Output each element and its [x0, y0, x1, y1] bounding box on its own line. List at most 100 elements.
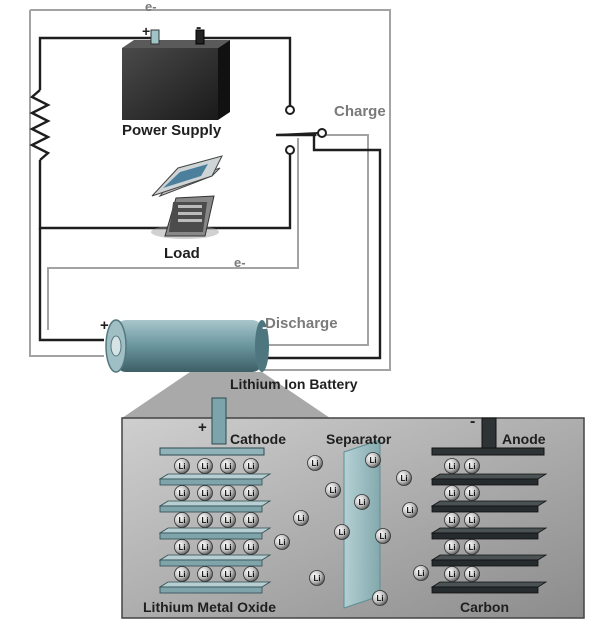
anode-plate-edge	[431, 586, 539, 594]
li-ion: Li	[464, 458, 480, 474]
power-supply-minus: -	[196, 19, 202, 36]
li-ion: Li	[444, 566, 460, 582]
cathode-plate	[158, 554, 272, 561]
battery-label: Lithium Ion Battery	[230, 376, 358, 392]
li-ion: Li	[174, 458, 190, 474]
svg-text:Li: Li	[406, 506, 413, 515]
electron-label-mid: e-	[234, 255, 246, 270]
svg-text:Li: Li	[468, 516, 475, 525]
li-ion: Li	[444, 485, 460, 501]
anode-plate	[430, 527, 548, 534]
power-supply-plus: +	[142, 23, 151, 39]
svg-text:Li: Li	[358, 498, 365, 507]
battery-plus: +	[100, 317, 109, 334]
li-ion: Li	[444, 458, 460, 474]
li-ion: Li	[375, 528, 391, 544]
cathode-plate	[159, 447, 265, 456]
svg-text:Li: Li	[247, 543, 254, 552]
cathode-plate-edge	[159, 478, 263, 486]
cathode-plate	[158, 473, 272, 480]
li-ion: Li	[243, 566, 259, 582]
svg-text:Li: Li	[468, 462, 475, 471]
power-supply-label: Power Supply	[122, 122, 222, 139]
li-ion: Li	[174, 512, 190, 528]
svg-text:Li: Li	[448, 516, 455, 525]
cathode-plate-edge	[159, 532, 263, 540]
svg-text:Li: Li	[224, 489, 231, 498]
svg-text:Li: Li	[224, 516, 231, 525]
li-ion: Li	[197, 566, 213, 582]
svg-text:Li: Li	[468, 489, 475, 498]
li-ion: Li	[220, 458, 236, 474]
cathode-terminal	[211, 397, 227, 445]
battery-icon	[105, 319, 269, 373]
anode-plate-edge	[431, 505, 539, 513]
svg-text:Li: Li	[224, 543, 231, 552]
li-ion: Li	[197, 458, 213, 474]
svg-text:Li: Li	[178, 516, 185, 525]
li-ion: Li	[243, 539, 259, 555]
svg-text:Li: Li	[379, 532, 386, 541]
anode-plate	[430, 473, 548, 480]
svg-text:Li: Li	[329, 486, 336, 495]
charge-label: Charge	[334, 103, 386, 120]
svg-text:Li: Li	[201, 489, 208, 498]
li-ion: Li	[220, 512, 236, 528]
lithium-metal-oxide-label: Lithium Metal Oxide	[143, 599, 277, 615]
cathode-plate-edge	[159, 559, 263, 567]
switch-lever	[275, 132, 319, 136]
battery-callout	[122, 372, 330, 418]
li-ion: Li	[396, 470, 412, 486]
li-ion: Li	[243, 458, 259, 474]
svg-text:Li: Li	[311, 459, 318, 468]
battery-minus: -	[262, 319, 268, 336]
li-ion: Li	[220, 566, 236, 582]
cathode-label: Cathode	[230, 431, 286, 447]
svg-text:Li: Li	[338, 528, 345, 537]
li-ion: Li	[197, 485, 213, 501]
anode-plate-edge	[431, 559, 539, 567]
svg-text:Li: Li	[178, 462, 185, 471]
discharge-label: Discharge	[265, 315, 338, 332]
svg-text:Li: Li	[201, 570, 208, 579]
svg-text:Li: Li	[278, 538, 285, 547]
anode-plate-edge	[431, 478, 539, 486]
li-ion: Li	[325, 482, 341, 498]
svg-text:Li: Li	[201, 543, 208, 552]
svg-text:Li: Li	[448, 462, 455, 471]
li-ion: Li	[413, 565, 429, 581]
li-ion: Li	[243, 485, 259, 501]
svg-text:Li: Li	[201, 516, 208, 525]
svg-text:Li: Li	[448, 570, 455, 579]
cathode-plate	[158, 527, 272, 534]
cathode-plate-edge	[159, 586, 263, 594]
svg-text:Li: Li	[247, 489, 254, 498]
separator-label: Separator	[326, 431, 392, 447]
svg-text:Li: Li	[178, 570, 185, 579]
li-ion: Li	[464, 566, 480, 582]
svg-text:Li: Li	[468, 570, 475, 579]
carbon-label: Carbon	[460, 599, 509, 615]
svg-text:Li: Li	[178, 543, 185, 552]
cathode-plate	[158, 500, 272, 507]
cathode-plate	[158, 581, 272, 588]
li-ion: Li	[354, 494, 370, 510]
resistor-icon	[29, 89, 51, 161]
li-ion: Li	[293, 510, 309, 526]
svg-text:Li: Li	[247, 462, 254, 471]
anode-plate	[430, 554, 548, 561]
li-ion: Li	[464, 485, 480, 501]
svg-text:Li: Li	[201, 462, 208, 471]
svg-text:Li: Li	[224, 570, 231, 579]
li-ion: Li	[243, 512, 259, 528]
li-ion: Li	[174, 539, 190, 555]
anode-terminal	[481, 417, 497, 453]
svg-text:Li: Li	[448, 489, 455, 498]
li-ion: Li	[220, 539, 236, 555]
li-ion: Li	[307, 455, 323, 471]
